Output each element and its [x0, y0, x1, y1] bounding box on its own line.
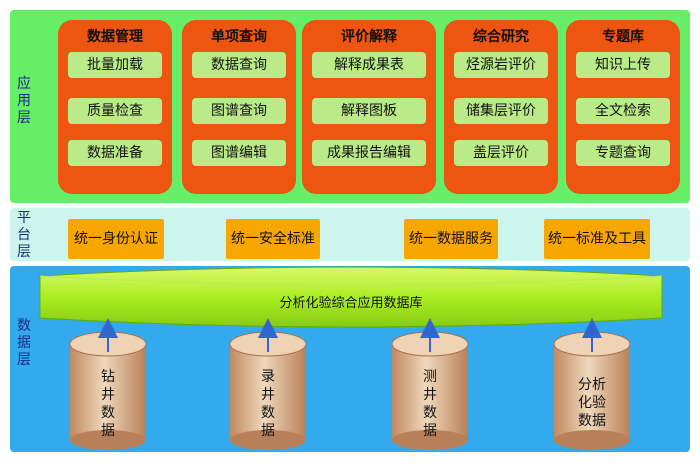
module-item[interactable]: 数据准备 [68, 140, 162, 166]
module-item[interactable]: 知识上传 [576, 52, 670, 78]
module-data-management: 数据管理 批量加载 质量检查 数据准备 [58, 20, 172, 194]
module-item[interactable]: 烃源岩评价 [454, 52, 548, 78]
database-label-analysis: 分析化验数据 [578, 377, 606, 429]
data-layer-label: 数据层 [17, 318, 31, 368]
module-item[interactable]: 专题查询 [576, 140, 670, 166]
database-label-drilling: 钻井数据 [101, 369, 115, 439]
module-item[interactable]: 图谱编辑 [192, 140, 286, 166]
platform-item-data-service[interactable]: 统一数据服务 [404, 219, 498, 259]
database-label-welllog: 测井数据 [423, 369, 437, 439]
platform-item-identity[interactable]: 统一身份认证 [68, 219, 164, 259]
module-item[interactable]: 解释图板 [312, 98, 426, 124]
module-title: 数据管理 [87, 29, 143, 45]
module-title: 专题库 [602, 29, 644, 45]
module-item[interactable]: 全文检索 [576, 98, 670, 124]
module-title: 评价解释 [341, 29, 397, 45]
module-item[interactable]: 数据查询 [192, 52, 286, 78]
module-item[interactable]: 批量加载 [68, 52, 162, 78]
platform-item-standards[interactable]: 统一标准及工具 [544, 219, 650, 259]
platform-layer-label: 平台层 [17, 210, 31, 260]
module-item[interactable]: 储集层评价 [454, 98, 548, 124]
module-item[interactable]: 图谱查询 [192, 98, 286, 124]
module-item[interactable]: 盖层评价 [454, 140, 548, 166]
module-evaluation: 评价解释 解释成果表 解释图板 成果报告编辑 [302, 20, 436, 194]
module-title: 综合研究 [473, 29, 529, 45]
module-item[interactable]: 成果报告编辑 [312, 140, 426, 166]
database-banner [39, 266, 663, 328]
database-cylinder-analysis [553, 331, 631, 450]
module-research: 综合研究 烃源岩评价 储集层评价 盖层评价 [444, 20, 558, 194]
database-banner-label: 分析化验综合应用数据库 [279, 296, 423, 311]
database-label-logging: 录井数据 [261, 369, 275, 439]
database-cylinder-drilling [69, 331, 147, 450]
module-item[interactable]: 解释成果表 [312, 52, 426, 78]
application-layer-label: 应用层 [17, 76, 31, 126]
module-single-query: 单项查询 数据查询 图谱查询 图谱编辑 [182, 20, 296, 194]
platform-item-security[interactable]: 统一安全标准 [226, 219, 320, 259]
module-topic-library: 专题库 知识上传 全文检索 专题查询 [566, 20, 680, 194]
module-title: 单项查询 [211, 29, 267, 45]
module-item[interactable]: 质量检查 [68, 98, 162, 124]
database-cylinder-logging [229, 331, 307, 450]
